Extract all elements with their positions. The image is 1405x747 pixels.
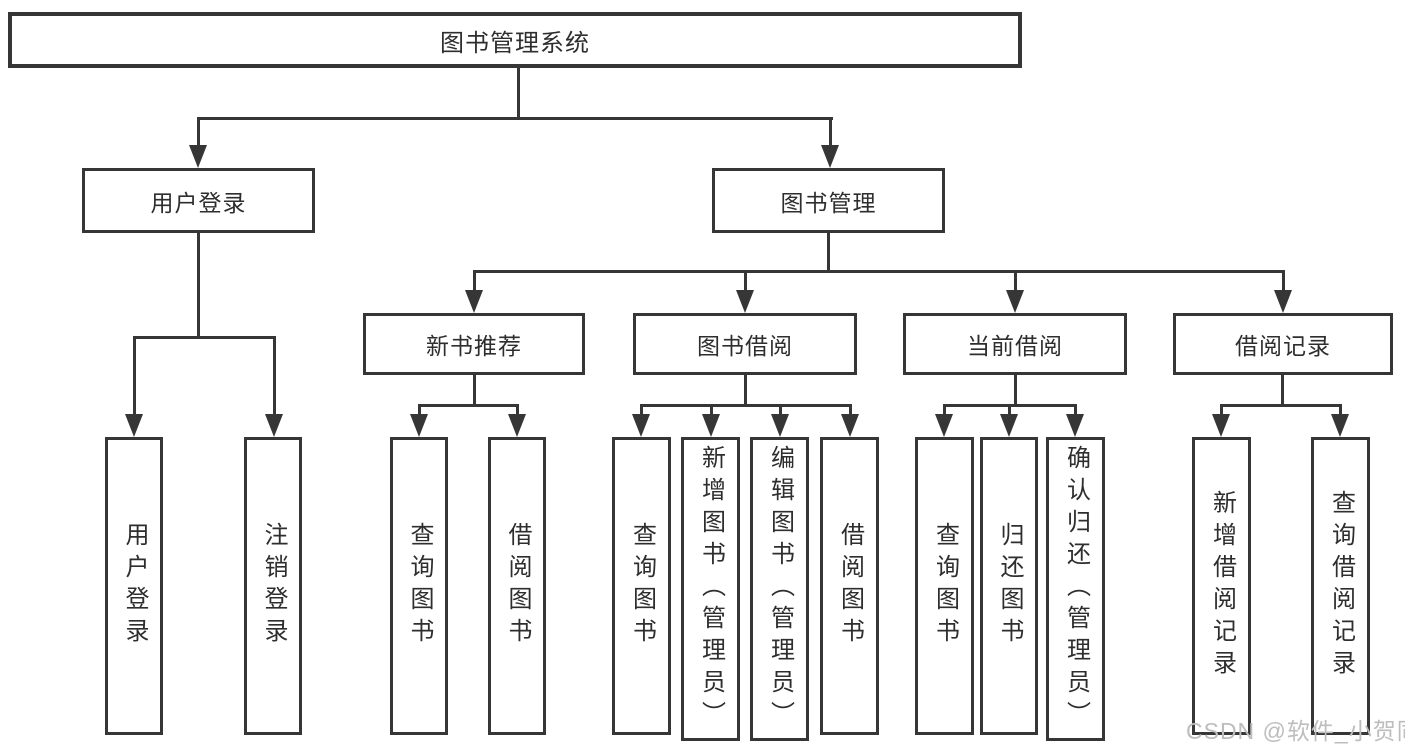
node-leaf-borrow-books: 借阅图书 — [820, 437, 879, 735]
connector-line — [418, 404, 421, 416]
connector-line — [473, 270, 1284, 273]
leaf-label: 借阅图书 — [504, 522, 531, 650]
node-leaf-logout: 注销登录 — [244, 437, 302, 735]
arrow-down-icon — [125, 414, 143, 437]
node-borrow-records: 借阅记录 — [1173, 313, 1393, 375]
node-leaf-return-books: 归还图书 — [980, 437, 1038, 735]
arrow-down-icon — [736, 290, 754, 313]
node-leaf-query-borrow-record: 查询借阅记录 — [1311, 437, 1370, 735]
connector-line — [849, 404, 852, 416]
node-current-borrow: 当前借阅 — [903, 313, 1127, 375]
connector-line — [473, 270, 476, 294]
connector-line — [418, 404, 519, 407]
connector-line — [1008, 404, 1011, 416]
connector-line — [473, 375, 476, 406]
leaf-label: 编辑图书（管理员） — [766, 445, 794, 733]
node-leaf-query-books-borrow: 查询图书 — [612, 437, 671, 735]
connector-line — [1281, 375, 1284, 406]
node-book-borrow: 图书借阅 — [633, 313, 857, 375]
connector-line — [744, 375, 747, 406]
connector-line — [710, 404, 713, 416]
node-leaf-query-books-recommend: 查询图书 — [390, 437, 448, 735]
arrow-down-icon — [632, 414, 650, 437]
connector-line — [827, 233, 830, 273]
arrow-down-icon — [702, 414, 720, 437]
arrow-down-icon — [771, 414, 789, 437]
connector-line — [517, 66, 520, 119]
node-user-login: 用户登录 — [82, 168, 315, 233]
connector-line — [197, 117, 200, 148]
connector-line — [197, 232, 200, 338]
arrow-down-icon — [841, 414, 859, 437]
leaf-label: 查询图书 — [931, 522, 959, 650]
node-leaf-borrow-books-recommend: 借阅图书 — [488, 437, 546, 735]
arrow-down-icon — [465, 290, 483, 313]
arrow-down-icon — [265, 414, 283, 437]
connector-line — [1074, 404, 1077, 416]
leaf-label: 新增借阅记录 — [1208, 490, 1236, 682]
arrow-down-icon — [508, 414, 526, 437]
leaf-label: 用户登录 — [121, 522, 148, 650]
connector-line — [273, 336, 276, 418]
arrow-down-icon — [1006, 290, 1024, 313]
connector-line — [779, 404, 782, 416]
leaf-label: 新增图书（管理员） — [697, 445, 725, 733]
leaf-label: 归还图书 — [996, 522, 1023, 650]
connector-line — [133, 336, 276, 339]
node-library-management-system: 图书管理系统 — [8, 12, 1022, 68]
connector-line — [1014, 375, 1017, 406]
connector-line — [1014, 270, 1017, 294]
csdn-watermark: CSDN @软件_小贺同学 — [1186, 718, 1405, 744]
connector-line — [1220, 404, 1223, 416]
leaf-label: 查询借阅记录 — [1327, 490, 1355, 682]
node-leaf-edit-books-admin: 编辑图书（管理员） — [750, 437, 809, 741]
arrow-down-icon — [1274, 290, 1292, 313]
leaf-label: 确认归还（管理员） — [1062, 445, 1090, 733]
node-leaf-confirm-return-admin: 确认归还（管理员） — [1046, 437, 1105, 741]
arrow-down-icon — [189, 145, 207, 168]
connector-line — [197, 117, 833, 120]
arrow-down-icon — [935, 414, 953, 437]
connector-line — [640, 404, 643, 416]
arrow-down-icon — [1212, 414, 1230, 437]
connector-line — [943, 404, 946, 416]
arrow-down-icon — [1066, 414, 1084, 437]
arrow-down-icon — [821, 145, 839, 168]
connector-line — [1282, 270, 1285, 294]
arrow-down-icon — [1000, 414, 1018, 437]
connector-line — [829, 117, 832, 148]
connector-line — [744, 270, 747, 294]
node-leaf-user-login: 用户登录 — [105, 437, 163, 735]
connector-line — [1220, 404, 1342, 407]
connector-line — [640, 404, 851, 407]
node-leaf-query-books-current: 查询图书 — [915, 437, 974, 735]
node-new-book-recommend: 新书推荐 — [363, 313, 585, 375]
node-leaf-add-borrow-record: 新增借阅记录 — [1192, 437, 1251, 735]
connector-line — [133, 336, 136, 418]
leaf-label: 借阅图书 — [836, 522, 864, 650]
leaf-label: 查询图书 — [406, 522, 433, 650]
arrow-down-icon — [410, 414, 428, 437]
connector-line — [1339, 404, 1342, 416]
node-leaf-add-books-admin: 新增图书（管理员） — [681, 437, 740, 741]
node-book-management: 图书管理 — [712, 168, 945, 233]
arrow-down-icon — [1331, 414, 1349, 437]
connector-line — [516, 404, 519, 416]
leaf-label: 查询图书 — [628, 522, 656, 650]
leaf-label: 注销登录 — [260, 522, 287, 650]
